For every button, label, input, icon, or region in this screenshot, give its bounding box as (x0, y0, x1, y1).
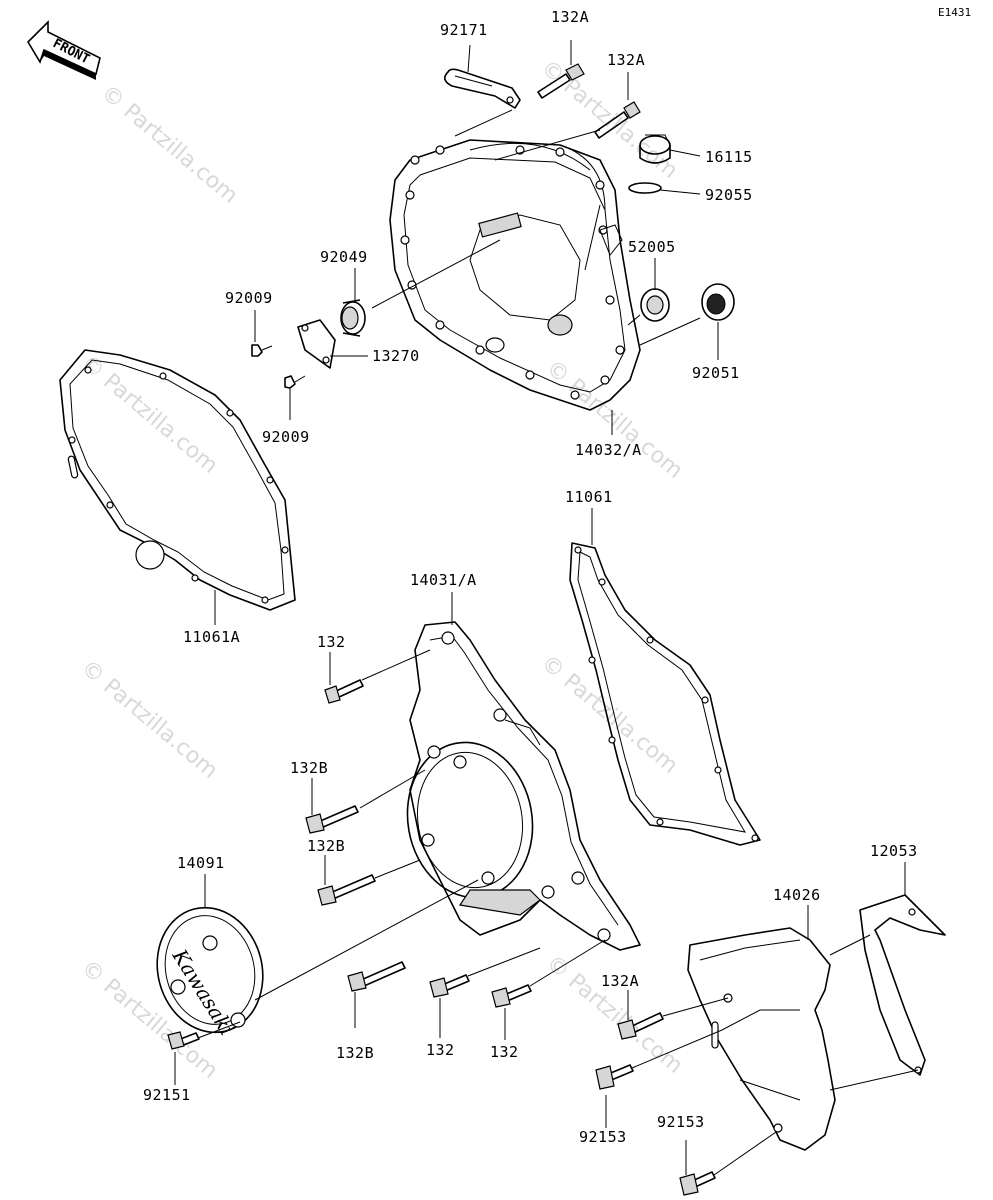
watermark: © Partzilla.com (76, 350, 222, 478)
label-12053[interactable]: 12053 (870, 842, 918, 860)
label-14032a[interactable]: 14032/A (575, 441, 642, 459)
bolt-132b-upper (305, 805, 359, 834)
label-132-3[interactable]: 132 (490, 1043, 519, 1061)
gasket-11061a (59, 349, 296, 611)
wire-clamp-part (444, 68, 521, 109)
label-132a-2[interactable]: 132A (607, 51, 645, 69)
bolt-92153-upper (595, 1064, 634, 1090)
label-92153-1[interactable]: 92153 (579, 1128, 627, 1146)
screw-92009-lower (284, 375, 306, 389)
bolt-132-bottom-right (491, 984, 532, 1008)
clutch-cover-part (389, 139, 641, 411)
bolt-132-upper-left (324, 679, 364, 704)
bolt-132-bottom-mid (429, 974, 470, 998)
gasket-11061 (569, 542, 761, 846)
label-92055[interactable]: 92055 (705, 186, 753, 204)
front-direction-arrow: FRONT (26, 20, 101, 80)
sprocket-cover-14026 (687, 927, 836, 1151)
o-ring-part (628, 182, 662, 194)
label-132-1[interactable]: 132 (317, 633, 346, 651)
label-132-2[interactable]: 132 (426, 1041, 455, 1059)
label-92051[interactable]: 92051 (692, 364, 740, 382)
label-16115[interactable]: 16115 (705, 148, 753, 166)
label-132a-3[interactable]: 132A (601, 972, 639, 990)
label-11061[interactable]: 11061 (565, 488, 613, 506)
screw-92009-upper (251, 344, 273, 357)
label-132b-3[interactable]: 132B (336, 1044, 374, 1062)
screw-92151 (167, 1031, 200, 1050)
label-13270[interactable]: 13270 (372, 347, 420, 365)
oil-seal-92049 (340, 299, 366, 337)
watermark: © Partzilla.com (541, 950, 687, 1078)
watermark: © Partzilla.com (96, 80, 242, 208)
label-52005[interactable]: 52005 (628, 238, 676, 256)
label-132b-2[interactable]: 132B (307, 837, 345, 855)
diagram-code: E1431 (938, 6, 971, 19)
label-14031a[interactable]: 14031/A (410, 571, 477, 589)
filler-plug-part (639, 134, 671, 164)
label-92151[interactable]: 92151 (143, 1086, 191, 1104)
label-92049[interactable]: 92049 (320, 248, 368, 266)
bolt-132a-top (537, 63, 585, 99)
label-14026[interactable]: 14026 (773, 886, 821, 904)
bracket-12053 (859, 894, 946, 1076)
bolt-132b-bottom (347, 961, 406, 992)
part-number-labels: 92171 132A 132A 16115 92055 92049 52005 … (143, 8, 918, 1146)
label-92153-2[interactable]: 92153 (657, 1113, 705, 1131)
label-11061a[interactable]: 11061A (183, 628, 240, 646)
bolt-132b-lower (317, 874, 376, 906)
label-92009-2[interactable]: 92009 (262, 428, 310, 446)
label-92009-1[interactable]: 92009 (225, 289, 273, 307)
bolt-132a-mid (594, 101, 641, 139)
bolt-92153-lower (679, 1171, 716, 1196)
label-92171[interactable]: 92171 (440, 21, 488, 39)
oil-seal-92051 (701, 283, 735, 321)
watermark: © Partzilla.com (536, 55, 682, 183)
generator-cover-14031a (406, 621, 641, 951)
watermark: © Partzilla.com (541, 355, 687, 483)
watermark: © Partzilla.com (76, 655, 222, 783)
watermark-layer: © Partzilla.com © Partzilla.com © Partzi… (76, 55, 687, 1083)
plate-13270 (297, 319, 336, 369)
label-132b-1[interactable]: 132B (290, 759, 328, 777)
leader-lines (174, 40, 919, 1176)
label-132a-1[interactable]: 132A (551, 8, 589, 26)
bolt-132a-lower (617, 1012, 664, 1040)
label-14091[interactable]: 14091 (177, 854, 225, 872)
bushing-52005 (640, 288, 670, 322)
